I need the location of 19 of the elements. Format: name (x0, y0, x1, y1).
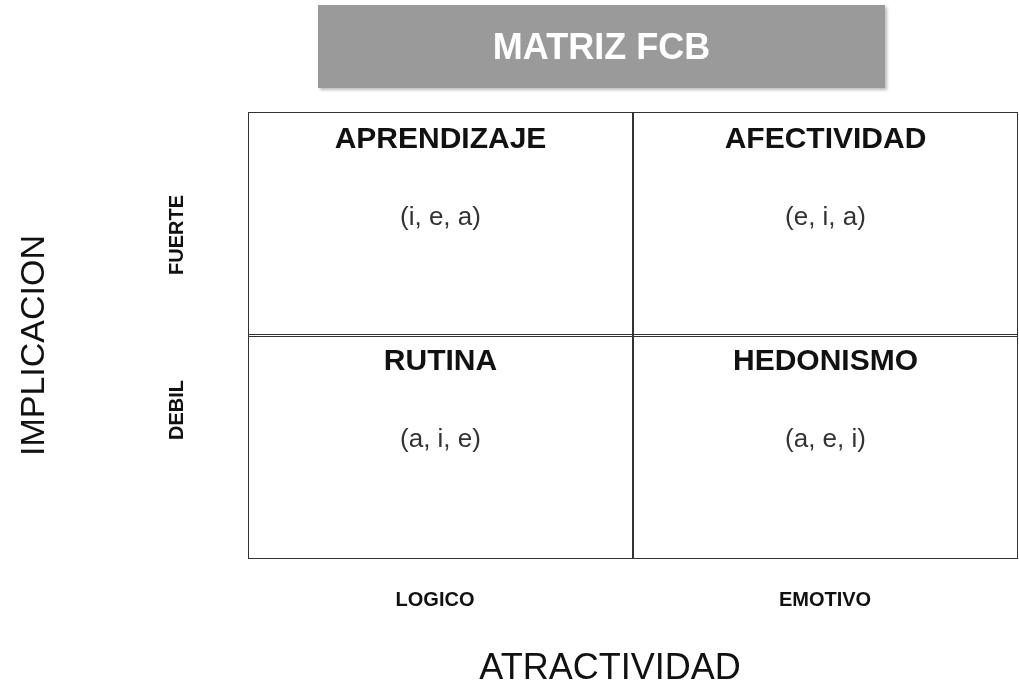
quadrant-formula: (i, e, a) (399, 201, 482, 232)
axis-level-label: FUERTE (163, 194, 188, 277)
axis-title: IMPLICACION (12, 233, 52, 458)
quadrant-heading: HEDONISMO (732, 343, 919, 377)
quadrant-heading: RUTINA (382, 343, 499, 377)
matrix-quadrant (633, 334, 1018, 559)
quadrant-heading: APRENDIZAJE (333, 121, 548, 155)
axis-level-label: EMOTIVO (777, 586, 873, 612)
axis-level-label: DEBIL (163, 379, 188, 442)
quadrant-heading: AFECTIVIDAD (723, 121, 928, 155)
matrix-title: MATRIZ FCB (318, 5, 885, 88)
axis-level-label: LOGICO (394, 586, 476, 612)
matrix-quadrant (248, 334, 633, 559)
quadrant-formula: (a, e, i) (784, 423, 867, 454)
matrix-quadrant (248, 112, 633, 337)
matrix-quadrant (633, 112, 1018, 337)
quadrant-formula: (a, i, e) (399, 423, 482, 454)
quadrant-formula: (e, i, a) (784, 201, 867, 232)
axis-title: ATRACTIVIDAD (478, 645, 742, 688)
